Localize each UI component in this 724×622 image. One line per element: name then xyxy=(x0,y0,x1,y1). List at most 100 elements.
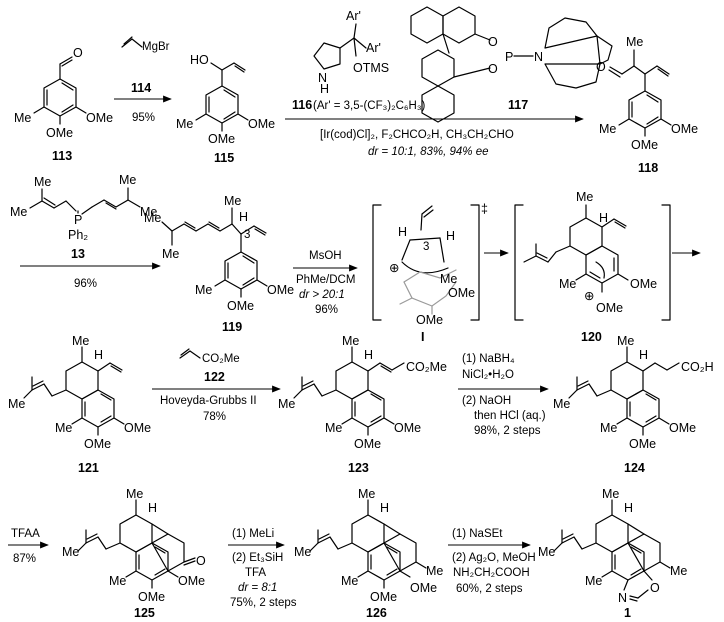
structure-1: Me Me H Me Me O N xyxy=(538,487,687,605)
oxazole-o-label: O xyxy=(650,581,660,595)
hydrogen-label: H xyxy=(639,348,648,362)
reagent-tfaa: TFAA xyxy=(11,528,40,540)
methoxy-label: OMe xyxy=(138,590,165,604)
pyrrolidine-nh-label: N xyxy=(318,71,327,85)
methoxy-label: OMe xyxy=(354,437,381,451)
compound-label-1: 1 xyxy=(624,606,631,620)
methyl-label: Me xyxy=(144,211,161,225)
compound-label-114: 114 xyxy=(131,81,151,95)
yield-step-10: 75%, 2 steps xyxy=(230,597,297,609)
reaction-arrow-8: (1) NaBH₄ NiCl₂•H₂O (2) NaOH then HCl (a… xyxy=(458,353,549,437)
reduction-step-1: (1) NaBH₄ xyxy=(462,353,515,365)
methyl-label: Me xyxy=(14,111,31,125)
methyl-label: Me xyxy=(559,277,576,291)
hydrogen-label: H xyxy=(624,501,633,515)
structure-121: Me H Me Me OMe OMe xyxy=(8,334,151,451)
hydrogen-label: H xyxy=(320,82,329,96)
catalyst-system: [Ir(cod)Cl]₂, F₂CHCO₂H, CH₃CH₂CHO xyxy=(320,129,514,141)
yield-step-11: 60%, 2 steps xyxy=(456,583,523,595)
compound-label-123: 123 xyxy=(348,461,369,475)
carbocation-label: ⊕ xyxy=(389,261,399,275)
methyl-label: Me xyxy=(553,397,570,411)
methoxy-label: OMe xyxy=(370,590,397,604)
oxygen-label: O xyxy=(488,35,498,49)
methoxy-label: OMe xyxy=(394,421,421,435)
compound-label-118: 118 xyxy=(638,161,658,175)
nitrogen-label: N xyxy=(534,50,543,64)
methyl-label: Me xyxy=(538,545,555,559)
methyl-label: Me xyxy=(109,574,126,588)
oxocarbenium-plus: ⊕ xyxy=(584,289,594,303)
methyl-label: Me xyxy=(358,487,375,501)
methoxy-label: OMe xyxy=(84,437,111,451)
methyl-label: Me xyxy=(195,283,212,297)
aldehyde-o-label: O xyxy=(596,60,606,74)
reduction-step-1b: NiCl₂•H₂O xyxy=(462,369,514,381)
transition-state-dagger: ‡ xyxy=(481,202,488,216)
methyl-label: Me xyxy=(119,173,136,187)
methyl-label: Me xyxy=(176,117,193,131)
compound-label-120: 120 xyxy=(581,330,602,344)
methyl-label: Me xyxy=(140,205,157,219)
diastereomeric-ratio: dr = 8:1 xyxy=(238,582,277,594)
phosphorus-label: P xyxy=(74,213,82,227)
compound-label-13: 13 xyxy=(71,247,85,261)
methyl-label: Me xyxy=(626,35,643,49)
reagent-msoh: MsOH xyxy=(309,250,342,262)
catalyst-hoveyda-grubbs: Hoveyda-Grubbs II xyxy=(160,395,257,407)
methoxy-label: OMe xyxy=(630,277,657,291)
reaction-arrow-3: 13 96% xyxy=(20,247,161,290)
methoxy-label: OMe xyxy=(124,421,151,435)
compound-label-113: 113 xyxy=(52,149,72,163)
hydrogen-label: H xyxy=(398,225,407,239)
hydrogen-label: H xyxy=(148,501,157,515)
stereoselectivity-result: dr = 10:1, 83%, 94% ee xyxy=(368,146,489,158)
aryl-label: Ar' xyxy=(366,41,381,55)
oxazole-n-label: N xyxy=(618,591,627,605)
methyl-label: Me xyxy=(55,421,72,435)
compound-label-116: 116 xyxy=(292,98,312,112)
compound-label-125: 125 xyxy=(134,606,155,620)
methoxy-label: OMe xyxy=(416,313,443,327)
otms-label: OTMS xyxy=(353,61,389,75)
hydroxyl-label: HO xyxy=(190,53,209,67)
compound-label-117: 117 xyxy=(508,98,528,112)
yield-step-4: 96% xyxy=(315,304,338,316)
methoxy-label: OMe xyxy=(629,437,656,451)
reaction-arrow-7: CO₂Me 122 Hoveyda-Grubbs II 78% xyxy=(152,348,281,423)
aryl-definition: (Ar' = 3,5-(CF₃)₂C₆H₃) xyxy=(313,100,426,112)
structure-113: O Me OMe OMe xyxy=(14,46,113,140)
structure-13: Me Me P Me Me Ph₂ xyxy=(10,173,157,242)
methoxy-label: OMe xyxy=(631,138,658,152)
methyl-label: Me xyxy=(278,397,295,411)
methyl-label: Me xyxy=(600,421,617,435)
methyl-label: Me xyxy=(602,487,619,501)
reaction-arrow-4: MsOH PhMe/DCM dr > 20:1 96% xyxy=(293,250,358,316)
structure-120: Me H Me OMe ⊕ OMe xyxy=(514,190,671,321)
hydrolysis-step-2b: then HCl (aq.) xyxy=(474,410,546,422)
methoxy-label: OMe xyxy=(208,132,235,146)
ketone-o-label: O xyxy=(196,554,206,568)
methoxy-label: OMe xyxy=(248,117,275,131)
hydrogen-label: H xyxy=(380,501,389,515)
reagent-ag2o: (2) Ag₂O, MeOH xyxy=(452,552,536,564)
structure-124: Me H CO₂H Me Me OMe OMe xyxy=(553,334,714,451)
structure-117: O O P N xyxy=(410,6,613,123)
methoxy-label: OMe xyxy=(227,299,254,313)
reaction-arrow-1: MgBr 114 95% xyxy=(114,36,172,124)
methyl-label: Me xyxy=(126,487,143,501)
structure-116: N H Ar' Ar' OTMS xyxy=(313,9,389,96)
methyl-label: Me xyxy=(325,421,342,435)
yield-step-8: 98%, 2 steps xyxy=(474,425,541,437)
yield-step-9: 87% xyxy=(13,553,36,565)
methoxy-label: OMe xyxy=(671,122,698,136)
methyl-label: Me xyxy=(34,175,51,189)
methoxy-label: OMe xyxy=(46,126,73,140)
methyl-label: Me xyxy=(426,564,443,578)
reagent-et3sih: (2) Et₃SiH xyxy=(232,552,283,564)
methyl-label: Me xyxy=(341,574,358,588)
structure-123: Me H CO₂Me Me Me OMe OMe xyxy=(278,334,447,451)
methyl-label: Me xyxy=(10,205,27,219)
compound-label-126: 126 xyxy=(366,606,387,620)
